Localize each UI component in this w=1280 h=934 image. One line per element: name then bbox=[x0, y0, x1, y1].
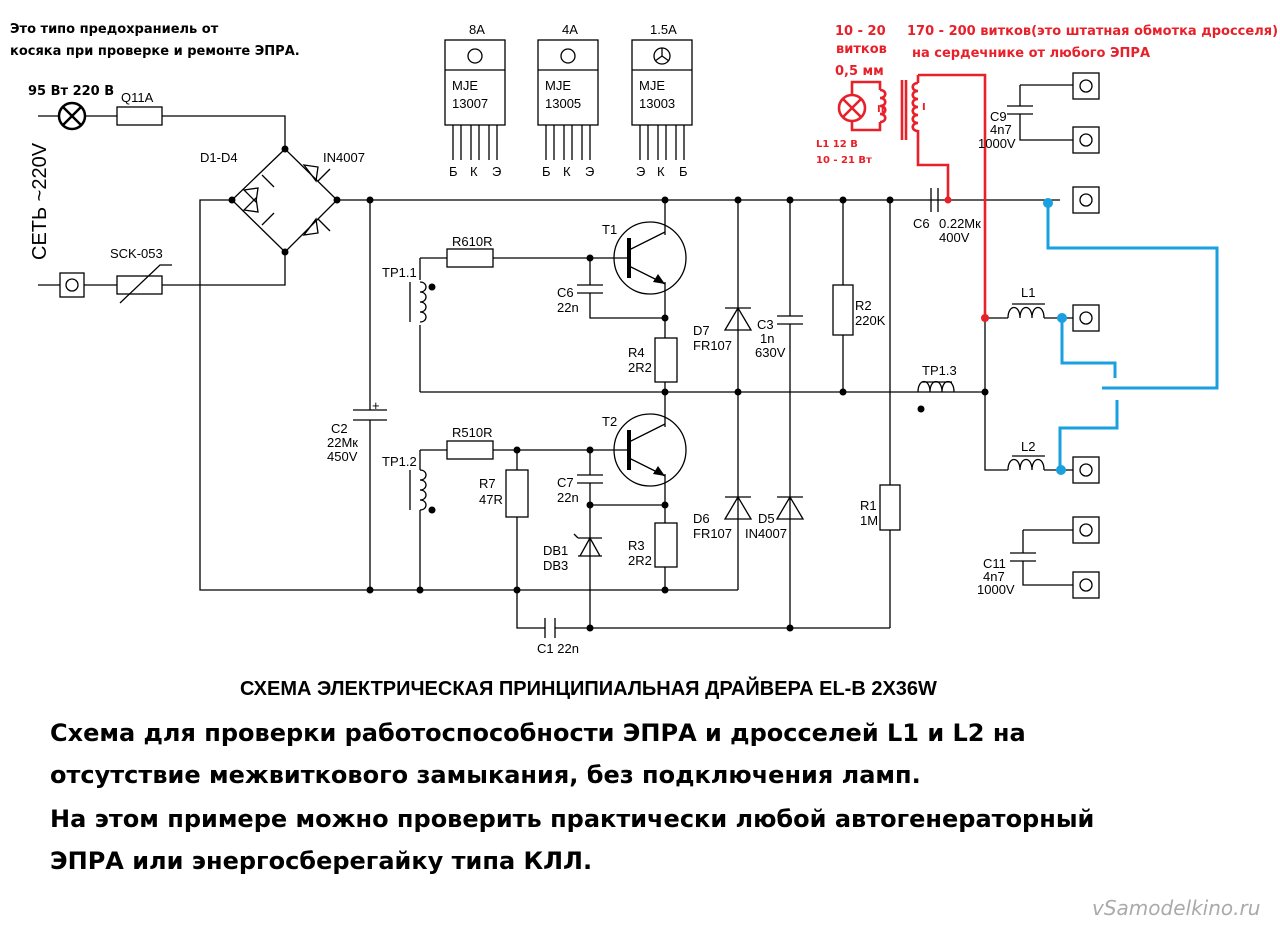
pkg3-pin: Б bbox=[679, 164, 688, 179]
winding-primary: I bbox=[922, 102, 926, 113]
jumper-wires bbox=[1043, 198, 1219, 475]
r7-label: R7 bbox=[479, 476, 496, 491]
pkg1-current: 8A bbox=[469, 22, 485, 37]
db1-value: DB3 bbox=[543, 558, 568, 573]
c9-value-2: 1000V bbox=[978, 136, 1016, 151]
c9-value-1: 4n7 bbox=[990, 122, 1012, 137]
r7-value: 47R bbox=[479, 492, 503, 507]
t2-label: T2 bbox=[602, 414, 617, 429]
r3-label: R3 bbox=[628, 538, 645, 553]
pkg3-model: 13003 bbox=[639, 96, 675, 111]
pkg1-model: 13007 bbox=[452, 96, 488, 111]
c2-polarity: + bbox=[372, 398, 380, 413]
pkg3-brand: MJE bbox=[639, 78, 665, 93]
pkg2-pin: К bbox=[563, 164, 571, 179]
r3-value: 2R2 bbox=[628, 553, 652, 568]
r1-label: R1 bbox=[860, 498, 877, 513]
r6-label: R610R bbox=[452, 234, 492, 249]
mains-input bbox=[38, 101, 286, 304]
pkg1-brand: MJE bbox=[452, 78, 478, 93]
transistor-packages bbox=[444, 39, 693, 160]
pkg2-brand: MJE bbox=[545, 78, 571, 93]
fuse-q1 bbox=[116, 106, 163, 126]
description-line: Схема для проверки работоспособности ЭПР… bbox=[50, 719, 1026, 747]
tp11-label: TP1.1 bbox=[382, 265, 417, 280]
pkg2-model: 13005 bbox=[545, 96, 581, 111]
secondary-turns-1: 10 - 20 bbox=[835, 24, 886, 39]
terminals bbox=[1072, 72, 1100, 599]
c2-label: C2 bbox=[331, 421, 348, 436]
winding-secondary: II bbox=[877, 104, 884, 115]
r4-label: R4 bbox=[628, 345, 645, 360]
c7-label: C7 bbox=[557, 475, 574, 490]
tp12-label: TP1.2 bbox=[382, 454, 417, 469]
secondary-turns-2: витков bbox=[836, 42, 887, 57]
d7-label: D7 bbox=[693, 323, 710, 338]
c1-label: C1 22n bbox=[537, 641, 579, 656]
l2-label: L2 bbox=[1021, 439, 1035, 454]
d5-label: D5 bbox=[758, 511, 775, 526]
c3-label: C3 bbox=[757, 317, 774, 332]
primary-turns-2: на сердечнике от любого ЭПРА bbox=[912, 46, 1150, 61]
d7-value: FR107 bbox=[693, 338, 732, 353]
description-line: ЭПРА или энергосберегайку типа КЛЛ. bbox=[50, 847, 592, 875]
c6b-value-2: 400V bbox=[939, 230, 970, 245]
mains-label: СЕТЬ ~220V bbox=[29, 142, 51, 260]
fuse-note-line1: Это типо предохраниель от bbox=[10, 22, 219, 37]
c6a-value: 22n bbox=[557, 300, 579, 315]
c7-value: 22n bbox=[557, 490, 579, 505]
d6-label: D6 bbox=[693, 511, 710, 526]
l1-label: L1 bbox=[1021, 285, 1035, 300]
test-transformer-circuit bbox=[837, 73, 989, 322]
t1-label: T1 bbox=[602, 222, 617, 237]
c6b-value-1: 0.22Мк bbox=[939, 216, 981, 231]
db1-label: DB1 bbox=[543, 543, 568, 558]
r1-value: 1M bbox=[860, 513, 878, 528]
test-lamp-2: 10 - 21 Вт bbox=[816, 155, 872, 166]
fuse-label: Q11A bbox=[121, 90, 154, 105]
pkg1-pin: Б bbox=[449, 164, 458, 179]
pkg2-current: 4A bbox=[562, 22, 578, 37]
secondary-turns-3: 0,5 мм bbox=[835, 64, 884, 79]
thermistor-label: SCK-053 bbox=[110, 246, 163, 261]
tp13-label: TP1.3 bbox=[922, 363, 957, 378]
c6b-label: C6 bbox=[913, 216, 930, 231]
c3-value-1: 1n bbox=[760, 331, 774, 346]
c9-label: C9 bbox=[990, 109, 1007, 124]
c11-value-2: 1000V bbox=[977, 582, 1015, 597]
pkg1-pin: К bbox=[470, 164, 478, 179]
pkg2-pin: Б bbox=[542, 164, 551, 179]
d6-value: FR107 bbox=[693, 526, 732, 541]
d5-value: IN4007 bbox=[745, 526, 787, 541]
pkg3-pin: К bbox=[657, 164, 665, 179]
c3-value-2: 630V bbox=[755, 345, 786, 360]
c11-value-1: 4n7 bbox=[983, 569, 1005, 584]
description-line: отсутствие межвиткового замыкания, без п… bbox=[50, 761, 921, 789]
r2-label: R2 bbox=[855, 298, 872, 313]
r4-value: 2R2 bbox=[628, 360, 652, 375]
lamp-rating: 95 Вт 220 В bbox=[28, 84, 114, 99]
description-line: На этом примере можно проверить практиче… bbox=[50, 805, 1094, 833]
fuse-note-line2: косяка при проверке и ремонте ЭПРА. bbox=[10, 44, 300, 59]
c2-value-1: 22Мк bbox=[327, 435, 358, 450]
main-circuit bbox=[199, 72, 1100, 638]
pkg2-pin: Э bbox=[585, 164, 594, 179]
c11-label: C11 bbox=[983, 556, 1006, 571]
pkg3-pin: Э bbox=[636, 164, 645, 179]
test-lamp-1: L1 12 В bbox=[816, 139, 858, 150]
primary-turns-1: 170 - 200 витков(это штатная обмотка дро… bbox=[907, 24, 1278, 39]
c6a-label: C6 bbox=[557, 285, 574, 300]
r5-label: R510R bbox=[452, 425, 492, 440]
c2-value-2: 450V bbox=[327, 449, 358, 464]
pkg1-pin: Э bbox=[492, 164, 501, 179]
r2-value: 220K bbox=[855, 313, 886, 328]
pkg3-current: 1.5A bbox=[650, 22, 677, 37]
watermark: vSamodelkino.ru bbox=[1092, 896, 1260, 920]
bridge-type-label: IN4007 bbox=[323, 150, 365, 165]
diode-bridge bbox=[228, 145, 341, 256]
bridge-label: D1-D4 bbox=[200, 150, 238, 165]
diagram-title: СХЕМА ЭЛЕКТРИЧЕСКАЯ ПРИНЦИПИАЛЬНАЯ ДРАЙВ… bbox=[240, 676, 937, 700]
